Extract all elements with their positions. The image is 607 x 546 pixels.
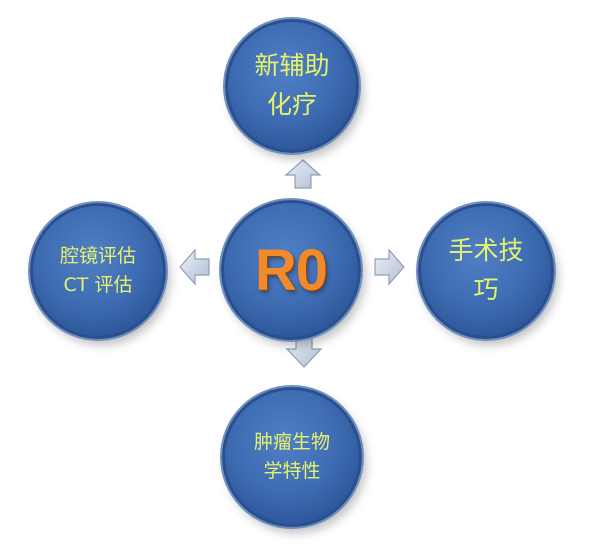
node-assessment: 腔镜评估 CT 评估 [30, 203, 166, 339]
center-label: R0 [254, 237, 328, 303]
arrow-right [374, 248, 405, 286]
node-surgical-technique: 手术技 巧 [418, 203, 554, 339]
node-right-line2: 巧 [473, 275, 499, 304]
arrow-left [179, 248, 210, 286]
node-bottom-line2: 学特性 [263, 460, 321, 482]
node-top-line1: 新辅助 [254, 51, 330, 81]
node-left-line2: CT 评估 [63, 274, 133, 296]
arrow-up [284, 159, 322, 189]
node-right-line1: 手术技 [448, 236, 524, 266]
node-neoadjuvant-chemo: 新辅助 化疗 [225, 19, 359, 153]
node-left-line1: 腔镜评估 [59, 244, 136, 267]
node-bottom-line1: 肿瘤生物 [253, 430, 330, 453]
node-r0-center: R0 [221, 200, 361, 340]
node-tumor-biology: 肿瘤生物 学特性 [222, 387, 362, 527]
arrow-down [285, 336, 323, 368]
node-top-line2: 化疗 [266, 90, 317, 119]
